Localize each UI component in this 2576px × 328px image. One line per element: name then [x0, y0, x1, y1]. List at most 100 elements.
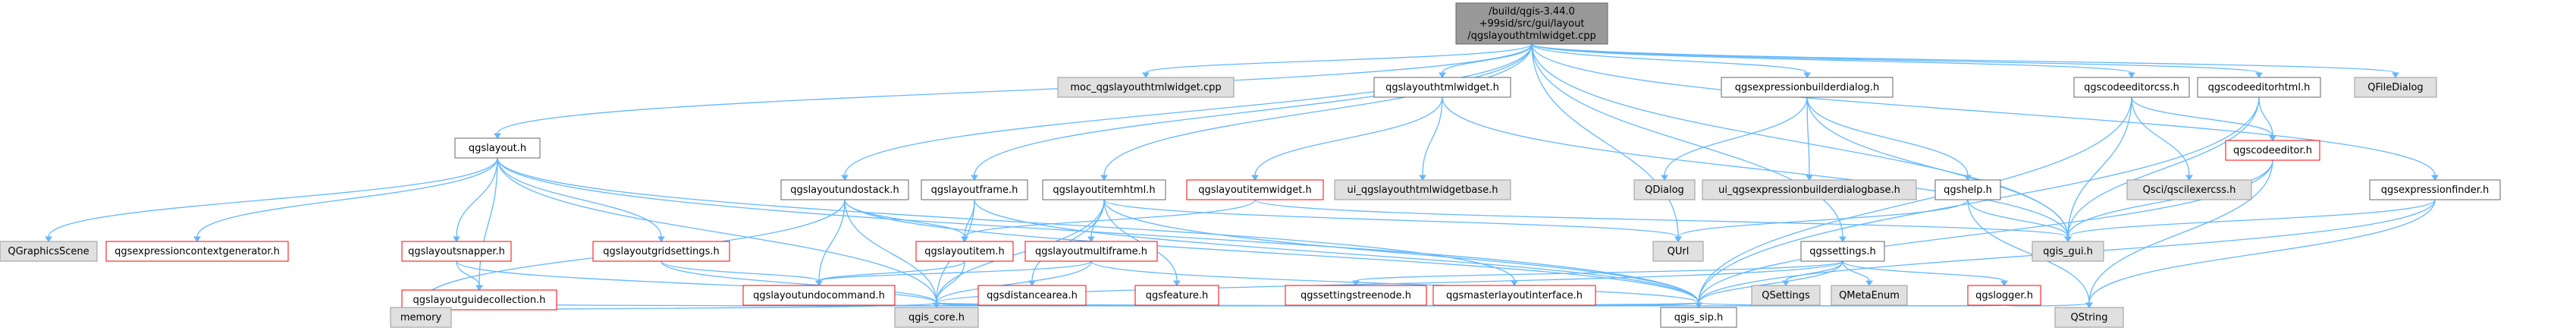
- node-label: qgslogger.h: [1975, 290, 2033, 301]
- node-label: qgslayoutitemhtml.h: [1053, 184, 1155, 196]
- node-label: qgsexpressionfinder.h: [2381, 184, 2490, 196]
- node-box: [1334, 179, 1511, 200]
- node-label: qgscodeeditor.h: [2233, 145, 2312, 156]
- node-label: +99sid/src/gui/layout: [1479, 18, 1585, 30]
- node-qfiledialog[interactable]: QFileDialog: [2354, 77, 2437, 98]
- node-qgslayoutguidecollection[interactable]: qgslayoutguidecollection.h: [401, 289, 557, 311]
- edge-qgslayoutgridsettings-to-qgslayoutundocommand: [660, 260, 823, 286]
- node-qsettings[interactable]: QSettings: [1751, 285, 1821, 306]
- edge-root-to-qgslayoutundostack: [841, 43, 1533, 181]
- node-qgsfeature[interactable]: qgsfeature.h: [1134, 285, 1219, 306]
- node-qgscodeeditor[interactable]: qgscodeeditor.h: [2225, 140, 2320, 161]
- node-qgsexpressioncontextgenerator[interactable]: qgsexpressioncontextgenerator.h: [105, 241, 289, 262]
- node-box: [1134, 285, 1219, 306]
- node-label: moc_qgslayouthtmlwidget.cpp: [1070, 82, 1221, 93]
- node-box: [592, 241, 730, 262]
- node-box: [1721, 77, 1894, 98]
- node-qgsmasterlayoutinterface[interactable]: qgsmasterlayoutinterface.h: [1432, 285, 1596, 306]
- node-label: QSettings: [1762, 290, 1810, 301]
- node-box: [1057, 77, 1235, 98]
- edge-root-to-qgssettings: [1531, 43, 1846, 242]
- node-qgslayoutitemhtml[interactable]: qgslayoutitemhtml.h: [1042, 179, 1166, 200]
- node-qgis_core[interactable]: qgis_core.h: [894, 307, 979, 328]
- edge-qgsexpressionbuilderdialog-to-qgis_gui: [1806, 96, 2072, 242]
- node-qgslayoutgridsettings[interactable]: qgslayoutgridsettings.h: [592, 241, 730, 262]
- node-memory[interactable]: memory: [390, 307, 452, 328]
- node-ui_qgslayouthtmlwidgetbase[interactable]: ui_qgslayouthtmlwidgetbase.h: [1334, 179, 1511, 200]
- node-qgslayoutframe[interactable]: qgslayoutframe.h: [921, 179, 1028, 200]
- node-qgslayoutsnapper[interactable]: qgslayoutsnapper.h: [401, 241, 512, 262]
- node-label: qgslayout.h: [469, 143, 526, 154]
- node-label: qgscodeeditorhtml.h: [2208, 82, 2311, 93]
- node-qgsexpressionfinder[interactable]: qgsexpressionfinder.h: [2369, 179, 2501, 200]
- node-box: [1967, 285, 2041, 306]
- node-qurl[interactable]: QUrl: [1652, 241, 1704, 262]
- node-qgslayoutitem[interactable]: qgslayoutitem.h: [915, 241, 1014, 262]
- edge-root-to-qgsexpressionbuilderdialog: [1531, 43, 1811, 78]
- node-box: [2073, 77, 2190, 98]
- node-box: [1702, 179, 1917, 200]
- node-qdialog[interactable]: QDialog: [1633, 179, 1696, 200]
- edge-root-to-qfiledialog: [1531, 43, 2399, 78]
- edge-root-to-qgslayoutitemhtml: [1100, 43, 1533, 181]
- node-label: qgshelp.h: [1944, 184, 1992, 196]
- node-root[interactable]: /build/qgis-3.44.0+99sid/src/gui/layout/…: [1455, 2, 1608, 45]
- node-qgsexpressionbuilderdialog[interactable]: qgsexpressionbuilderdialog.h: [1721, 77, 1894, 98]
- node-label: QUrl: [1668, 246, 1690, 257]
- node-qgis_sip[interactable]: qgis_sip.h: [1660, 307, 1737, 328]
- edge-qgscodeeditorcss-to-qgis_gui: [2064, 96, 2132, 242]
- node-box: [1934, 179, 2001, 200]
- edge-qgslayoutitemwidget-to-qgis_gui: [1254, 199, 2072, 242]
- edge-qgsexpressionfinder-to-qstring: [2085, 199, 2436, 308]
- node-qgslayoutundocommand[interactable]: qgslayoutundocommand.h: [742, 285, 896, 306]
- node-box: [742, 285, 896, 306]
- node-qgsdistancearea[interactable]: qgsdistancearea.h: [977, 285, 1087, 306]
- node-moc[interactable]: moc_qgslayouthtmlwidget.cpp: [1057, 77, 1235, 98]
- node-box: [1800, 241, 1885, 262]
- node-qgslayout[interactable]: qgslayout.h: [454, 137, 541, 159]
- node-qstring[interactable]: QString: [2054, 307, 2124, 328]
- edge-qgslayoutitemhtml-to-qurl: [1103, 199, 1682, 242]
- node-qgslayouthtmlwidget[interactable]: qgslayouthtmlwidget.h: [1373, 77, 1511, 98]
- edge-root-to-qgscodeeditorhtml: [1531, 43, 2263, 78]
- edge-qgsexpressionfinder-to-qgis_gui: [2064, 199, 2436, 242]
- node-box: [780, 179, 909, 200]
- node-qgscodeeditorhtml[interactable]: qgscodeeditorhtml.h: [2197, 77, 2321, 98]
- edge-root-to-qgscodeeditorcss: [1531, 43, 2135, 78]
- node-box: [401, 289, 557, 311]
- node-qgis_gui[interactable]: qgis_gui.h: [2032, 241, 2104, 262]
- node-box: [1831, 285, 1908, 306]
- node-box: [921, 179, 1028, 200]
- node-box: [105, 241, 289, 262]
- node-qgraphicsscene[interactable]: QGraphicsScene: [0, 241, 98, 262]
- node-label: qgslayoutmultiframe.h: [1035, 246, 1147, 257]
- node-qmetaenum[interactable]: QMetaEnum: [1831, 285, 1908, 306]
- node-box: [1455, 2, 1608, 45]
- node-label: ui_qgsexpressionbuilderdialogbase.h: [1718, 184, 1900, 196]
- node-box: [915, 241, 1014, 262]
- node-ui_qgsexpressionbuilderdialogbase[interactable]: ui_qgsexpressionbuilderdialogbase.h: [1702, 179, 1917, 200]
- node-qgslogger[interactable]: qgslogger.h: [1967, 285, 2041, 306]
- node-qgslayoutmultiframe[interactable]: qgslayoutmultiframe.h: [1024, 241, 1158, 262]
- node-box: [1285, 285, 1427, 306]
- node-qgslayoutundostack[interactable]: qgslayoutundostack.h: [780, 179, 909, 200]
- edge-qgslayoutitemwidget-to-qgslayoutitem: [961, 199, 1256, 242]
- node-box: [1751, 285, 1821, 306]
- node-qgshelp[interactable]: qgshelp.h: [1934, 179, 2001, 200]
- node-label: qgis_sip.h: [1674, 312, 1723, 323]
- edge-qgsexpressionbuilderdialog-to-qgshelp: [1806, 96, 1972, 181]
- edge-qgssettings-to-qgslogger: [1842, 260, 2008, 286]
- node-qgscodeeditorcss[interactable]: qgscodeeditorcss.h: [2073, 77, 2190, 98]
- node-qgssettingstreenode[interactable]: qgssettingstreenode.h: [1285, 285, 1427, 306]
- node-box: [1633, 179, 1696, 200]
- node-label: QFileDialog: [2367, 82, 2423, 93]
- node-qsciqscilexercss[interactable]: Qsci/qscilexercss.h: [2126, 179, 2252, 200]
- edge-qgscodeeditorhtml-to-qgscodeeditor: [2258, 96, 2276, 141]
- node-label: /build/qgis-3.44.0: [1489, 6, 1575, 17]
- node-qgssettings[interactable]: qgssettings.h: [1800, 241, 1885, 262]
- node-label: qgslayoutframe.h: [931, 184, 1018, 196]
- node-qgslayoutitemwidget[interactable]: qgslayoutitemwidget.h: [1186, 179, 1324, 200]
- node-label: qgssettingstreenode.h: [1301, 290, 1411, 301]
- edge-qgslayouthtmlwidget-to-ui_qgslayouthtmlwidgetbase: [1419, 96, 1443, 181]
